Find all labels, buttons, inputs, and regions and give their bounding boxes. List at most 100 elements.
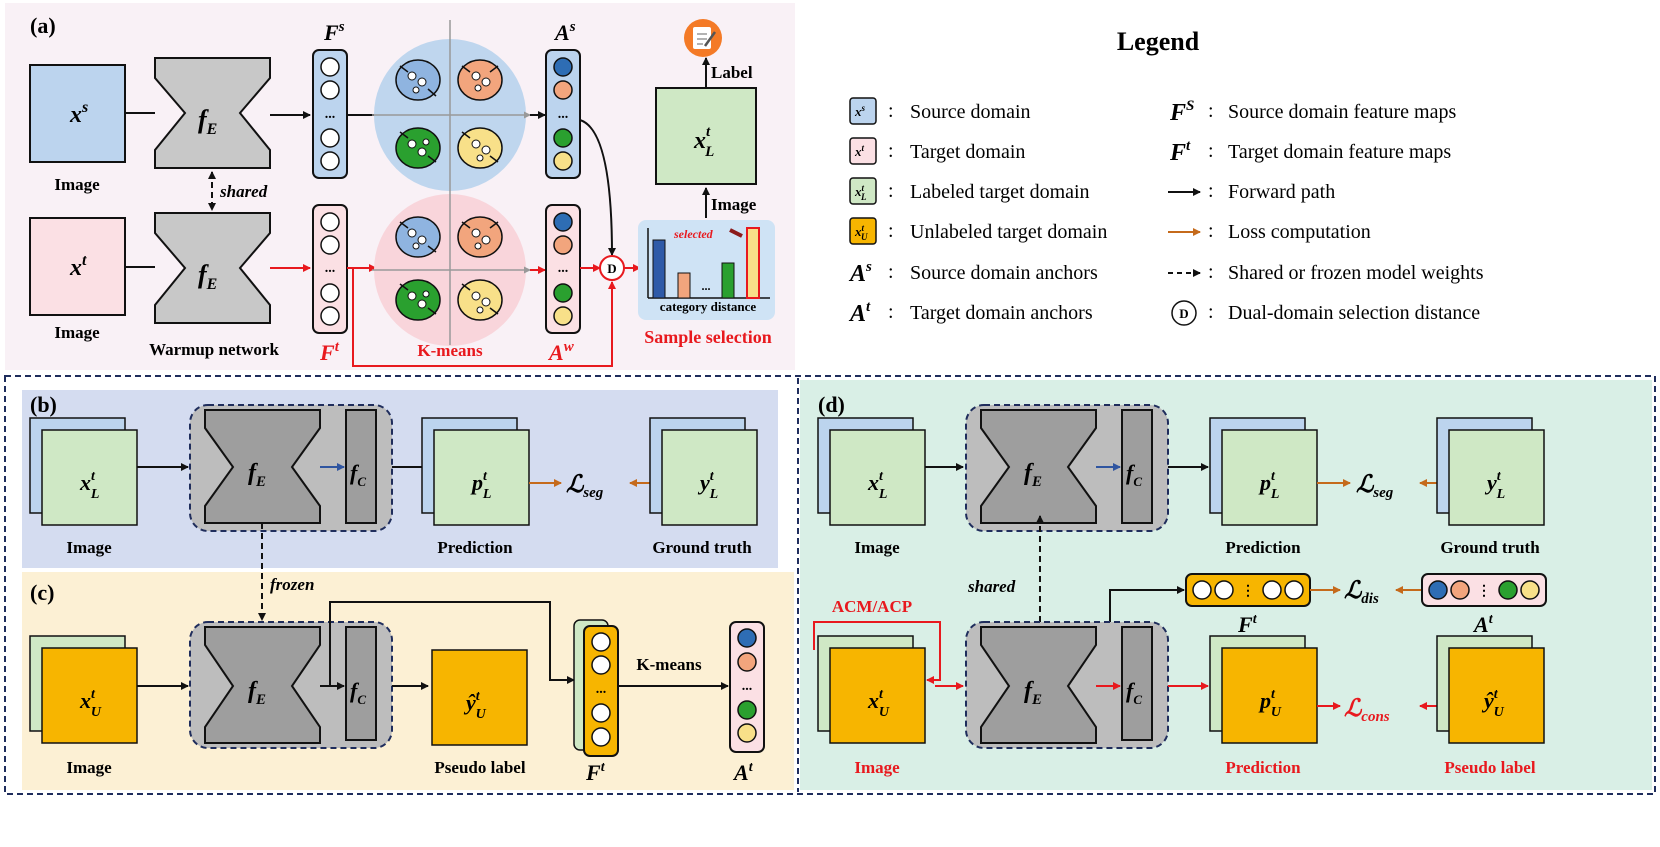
d-at-dots: ⋮ bbox=[1477, 584, 1491, 599]
legend-colon-0: : bbox=[888, 100, 894, 122]
legend-right-row-2: : Forward path bbox=[1168, 180, 1335, 203]
d-fC-top: fC bbox=[1126, 460, 1142, 489]
c-at-column bbox=[729, 621, 765, 753]
selection-bar-3 bbox=[721, 262, 735, 299]
feedback-path bbox=[352, 268, 616, 367]
b-gt-front bbox=[661, 429, 758, 526]
legend-text-5: Target domain anchors bbox=[910, 302, 1093, 324]
c-pseudo-label: Pseudo label bbox=[434, 758, 525, 777]
as-dots: ... bbox=[558, 107, 569, 122]
d-gt-front bbox=[1448, 429, 1545, 526]
b-image-front bbox=[41, 429, 138, 526]
image-label-top: Image bbox=[54, 175, 100, 194]
c-ft-dots: ... bbox=[596, 682, 607, 697]
legend-right-row-3: :Loss computation bbox=[1168, 220, 1371, 243]
panel-b-tag: (b) bbox=[30, 392, 57, 417]
d-loss-dis: ℒdis bbox=[1344, 578, 1379, 607]
legend-swatch-0 bbox=[849, 97, 877, 125]
legend-right-row-1: Ft:Target domain feature maps bbox=[1169, 138, 1451, 166]
legend-right-text-2: Forward path bbox=[1228, 181, 1335, 203]
legend-d-letter: D bbox=[1179, 306, 1188, 321]
c-encoder bbox=[204, 626, 321, 744]
legend-right-colon-3: : bbox=[1208, 220, 1214, 242]
image-label-bottom: Image bbox=[54, 323, 100, 342]
d-pred-front bbox=[1221, 429, 1318, 526]
c-At: At bbox=[732, 760, 754, 785]
legend-right-symbol-0: FS bbox=[1169, 98, 1194, 126]
d-node-label: D bbox=[607, 261, 616, 276]
b-classifier bbox=[345, 409, 377, 524]
b-encoder bbox=[204, 409, 321, 524]
bottom-frame bbox=[4, 375, 1656, 795]
legend-text-4: Source domain anchors bbox=[910, 262, 1098, 284]
legend-left-row-5: At:Target domain anchors bbox=[848, 299, 1093, 327]
legend-colon-4: : bbox=[888, 261, 894, 283]
xt-symbol: xt bbox=[69, 252, 87, 281]
d-ground-truth-label: Ground truth bbox=[1440, 538, 1540, 557]
legend-right-colon-2: : bbox=[1208, 180, 1214, 202]
d-acm-label: ACM/ACP bbox=[832, 597, 912, 616]
panel-d-tag: (d) bbox=[818, 392, 845, 417]
legend-right-text-5: Dual-domain selection distance bbox=[1228, 302, 1480, 324]
d-fE-bot: fE bbox=[1024, 678, 1042, 708]
legend-left-row-1: xt:Target domain bbox=[849, 137, 1025, 165]
legend-right-text-4: Shared or frozen model weights bbox=[1228, 262, 1484, 284]
b-ground-truth-label: Ground truth bbox=[652, 538, 752, 557]
d-Ft: Ft bbox=[1237, 612, 1258, 637]
aw-label: Aw bbox=[547, 339, 575, 365]
encoder-top bbox=[154, 57, 271, 169]
panel-c-background bbox=[22, 572, 794, 790]
legend-text-0: Source domain bbox=[910, 101, 1031, 123]
label-text: Label bbox=[711, 63, 753, 82]
c-Ft: Ft bbox=[585, 760, 606, 785]
b-fC: fC bbox=[350, 460, 366, 489]
b-fE: fE bbox=[248, 460, 266, 490]
d-yhat-front bbox=[1448, 647, 1545, 744]
d-At: At bbox=[1472, 612, 1494, 637]
c-feature-path bbox=[329, 601, 575, 686]
d-xU-front bbox=[829, 647, 926, 744]
legend-colon-3: : bbox=[888, 220, 894, 242]
d-prediction-top-label: Prediction bbox=[1225, 538, 1301, 557]
image-label-right: Image bbox=[711, 195, 757, 214]
c-fC: fC bbox=[350, 678, 366, 707]
d-at-bar bbox=[1421, 573, 1547, 607]
b-prediction-label: Prediction bbox=[437, 538, 513, 557]
c-classifier bbox=[345, 626, 377, 741]
b-loss: ℒseg bbox=[566, 472, 604, 501]
selection-bar-2 bbox=[677, 272, 691, 299]
source-clusters bbox=[395, 59, 503, 169]
shared-label-a: shared bbox=[219, 182, 268, 201]
aw-dots: ... bbox=[558, 261, 569, 276]
d-prediction-bot-label: Prediction bbox=[1225, 758, 1301, 777]
d-image-top-label: Image bbox=[854, 538, 900, 557]
legend-swatch-symbol-0: xs bbox=[854, 103, 866, 119]
fe-top-label: fE bbox=[198, 105, 217, 138]
d-encoder-top bbox=[980, 409, 1097, 524]
ft-dots: ... bbox=[325, 261, 336, 276]
c-image-front bbox=[41, 647, 138, 744]
legend-left-row-4: As:Source domain anchors bbox=[848, 259, 1098, 287]
legend-left-row-0: xs: Source domain bbox=[849, 97, 1031, 125]
d-pseudo-label: Pseudo label bbox=[1444, 758, 1535, 777]
d-classifier-bot bbox=[1121, 626, 1153, 741]
d-image-bot-label: Image bbox=[854, 758, 900, 777]
legend-colon-2: : bbox=[888, 180, 894, 202]
